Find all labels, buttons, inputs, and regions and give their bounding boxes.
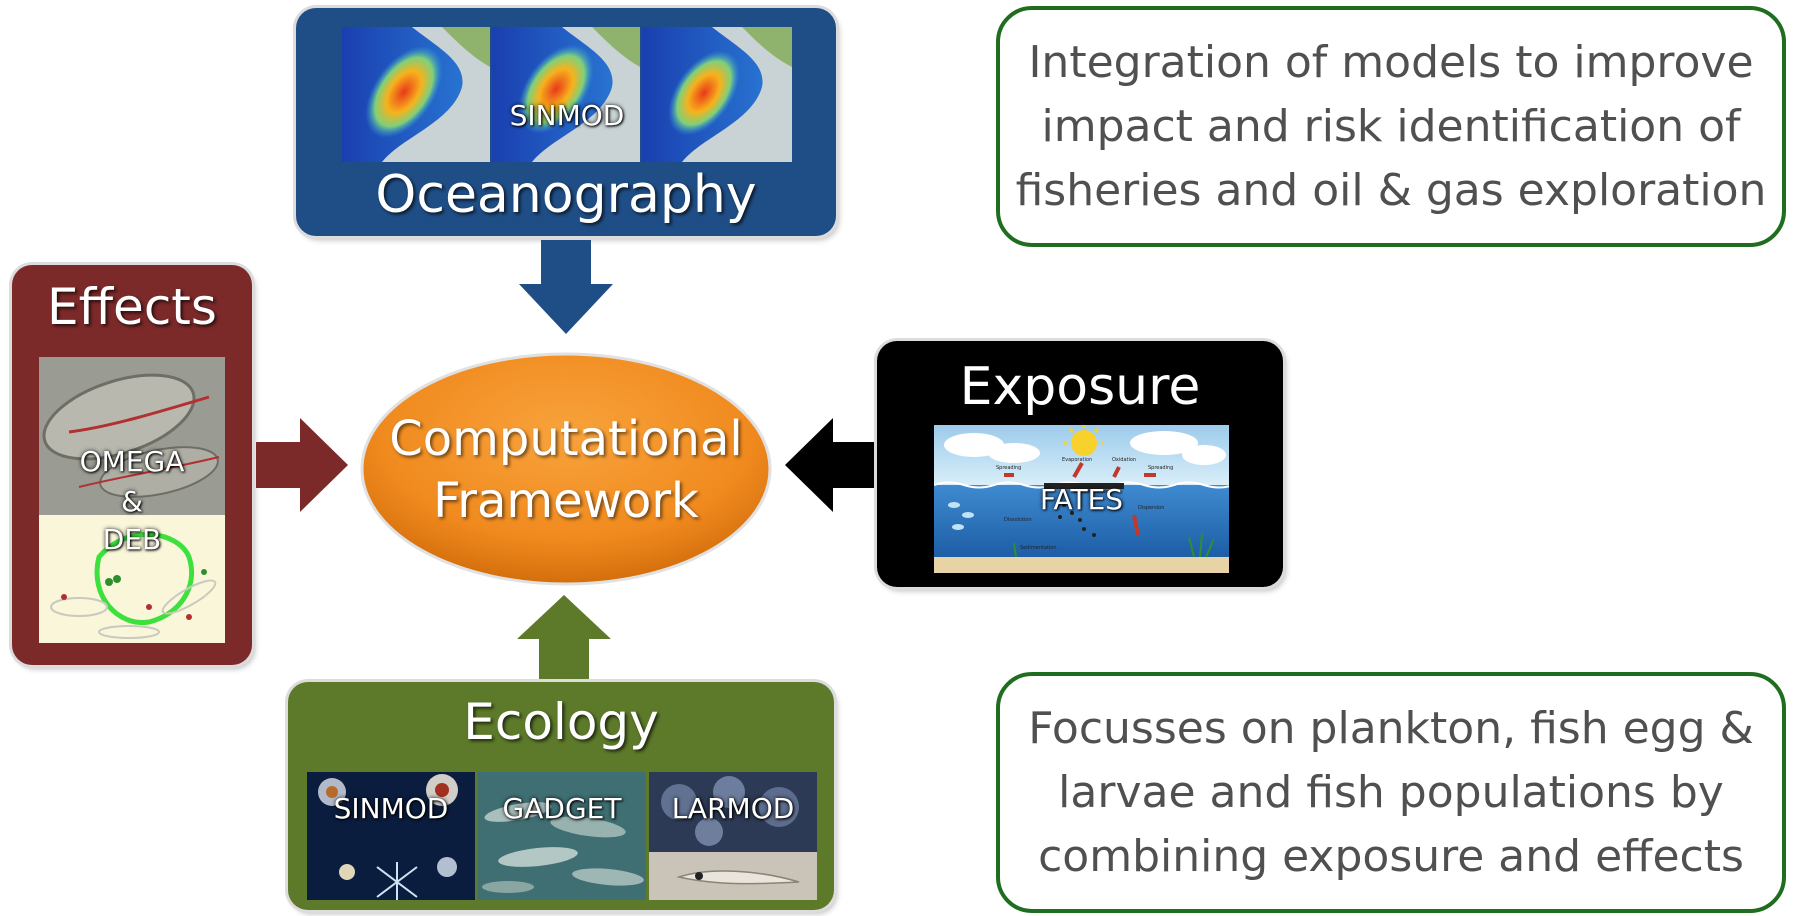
fates-label-sedimentation: Sedimentation	[1020, 545, 1057, 551]
effects-panel: Effects OMEGA & DEB	[12, 265, 252, 665]
focus-note-text: Focusses on plankton, fish egg & larvae …	[1028, 702, 1754, 882]
effects-label-line2: &	[121, 485, 143, 518]
map-tile-2	[492, 27, 640, 162]
exposure-image-label: FATES	[1039, 483, 1124, 516]
effects-title: Effects	[47, 278, 217, 336]
fates-label-evaporation: Evaporation	[1062, 457, 1092, 463]
oceanography-arrow	[519, 240, 613, 334]
ecology-label-gadget: GADGET	[502, 792, 622, 825]
exposure-panel: Exposure Spreading Evaporation	[877, 341, 1283, 587]
ecology-image-strip: SINMOD GADGET LARMOD	[307, 772, 817, 900]
effects-label-line1: OMEGA	[79, 445, 185, 478]
oceanography-panel: SINMOD Oceanography	[296, 8, 836, 236]
ecology-panel: Ecology	[288, 682, 834, 910]
oceanography-map-strip: SINMOD	[342, 27, 792, 162]
ecology-tile-plankton	[307, 772, 475, 900]
fates-label-oxidation: Oxidation	[1112, 457, 1136, 463]
center-line1: Computational	[389, 411, 743, 467]
exposure-image: Spreading Evaporation Oxidation Spreadin…	[934, 425, 1229, 573]
fates-label-dissolution: Dissolution	[1004, 517, 1032, 523]
integration-note-text: Integration of models to improve impact …	[1015, 36, 1767, 216]
fates-label-dispersion: Dispersion	[1138, 505, 1164, 511]
computational-framework-node: Computational Framework	[358, 350, 774, 588]
effects-label-line3: DEB	[102, 523, 162, 556]
fates-label-spreading-right: Spreading	[1148, 465, 1173, 471]
exposure-title: Exposure	[959, 357, 1201, 417]
oceanography-title: Oceanography	[375, 165, 757, 225]
fates-label-spreading-left: Spreading	[996, 465, 1021, 471]
ecology-label-sinmod: SINMOD	[333, 792, 449, 825]
center-line2: Framework	[433, 473, 699, 529]
effects-image: OMEGA & DEB	[39, 357, 225, 643]
ecology-title: Ecology	[463, 693, 659, 751]
ecology-label-larmod: LARMOD	[671, 792, 795, 825]
ecology-tile-fish	[478, 772, 646, 900]
focus-note: Focusses on plankton, fish egg & larvae …	[996, 672, 1786, 913]
oceanography-image-label: SINMOD	[509, 99, 625, 132]
effects-arrow	[256, 418, 348, 512]
exposure-arrow	[785, 418, 877, 512]
ecology-arrow	[517, 595, 611, 679]
integration-note: Integration of models to improve impact …	[996, 6, 1786, 247]
map-tile-3	[642, 27, 792, 162]
map-tile-1	[342, 27, 490, 162]
fates-label-emulsification: Emulsification	[1074, 489, 1109, 495]
ecology-tile-larvae	[649, 772, 817, 900]
